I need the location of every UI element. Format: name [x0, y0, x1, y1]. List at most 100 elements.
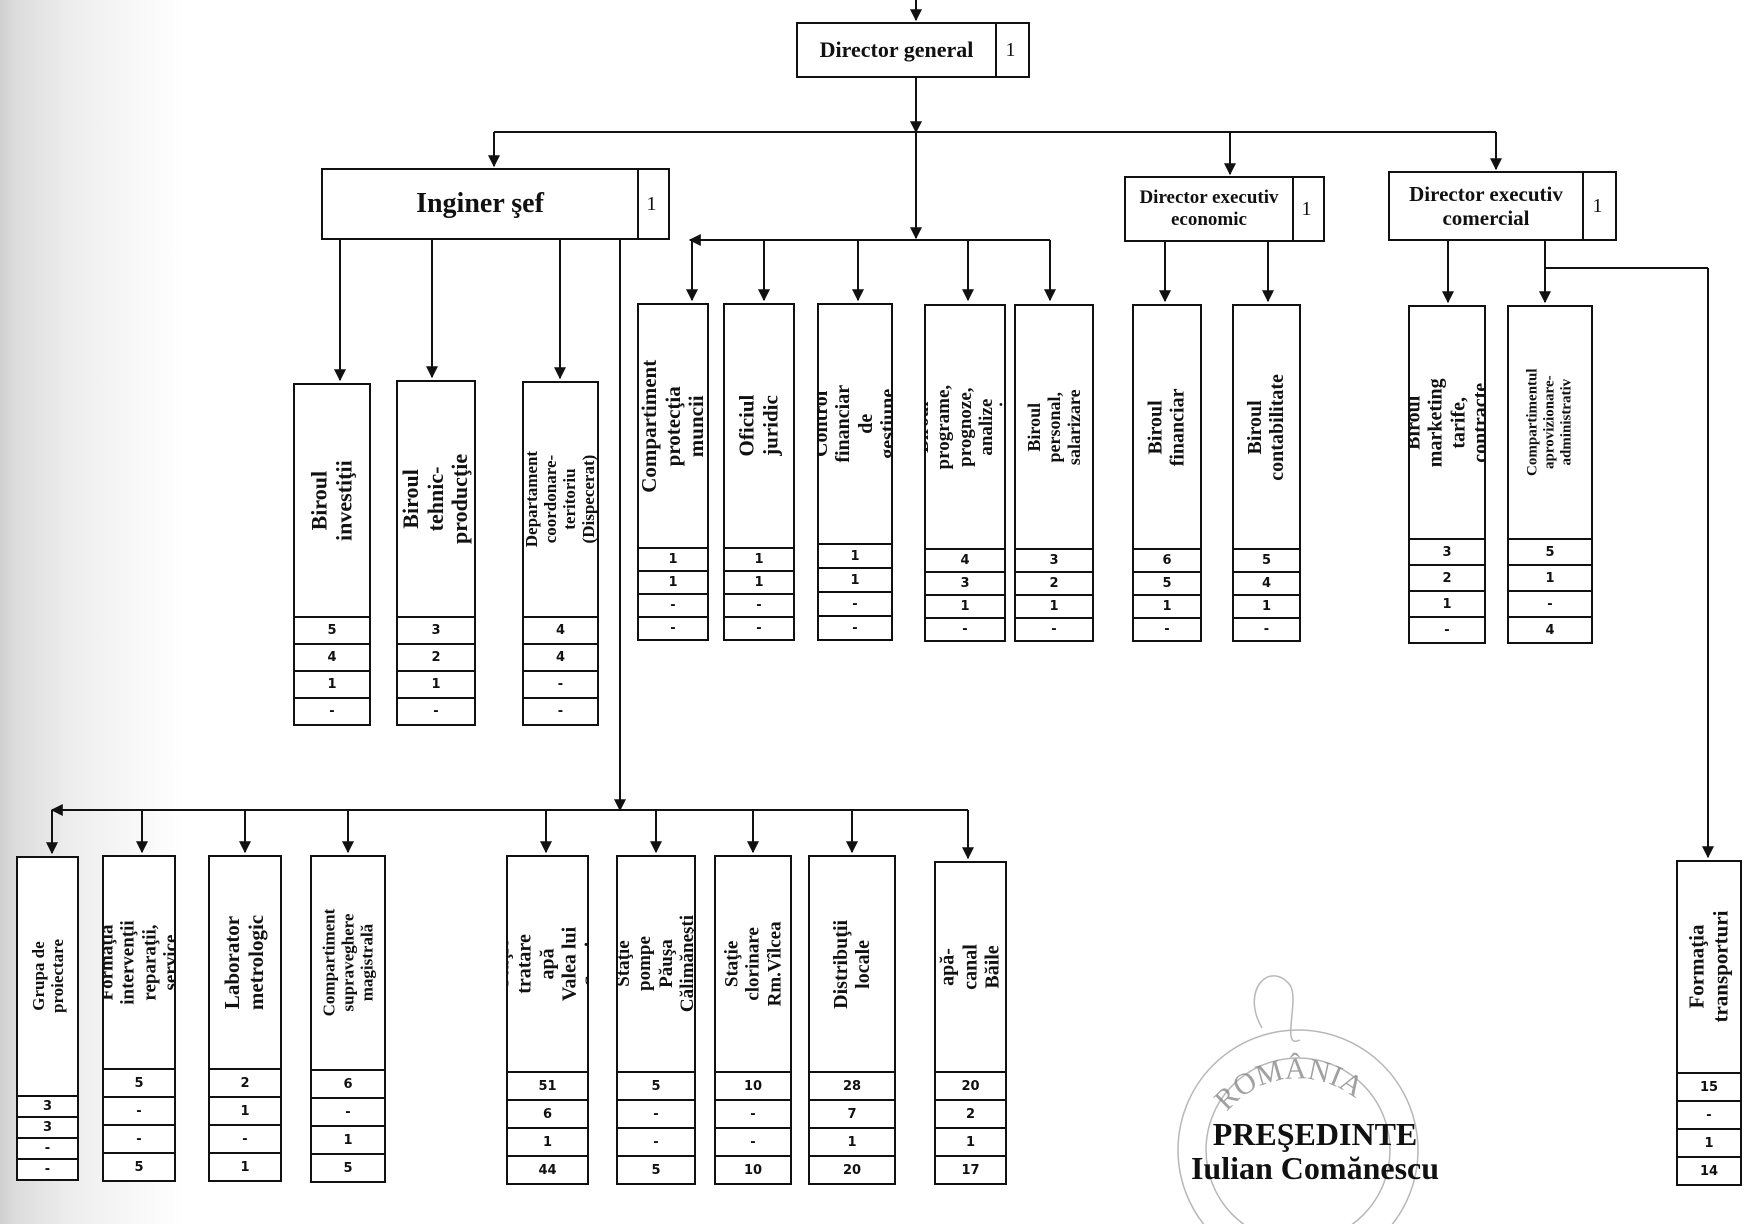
- statie-clorinare-value-2: -: [716, 1099, 790, 1127]
- biroul-financiar-value-1: 6: [1134, 548, 1200, 571]
- biroul-financiar-value-3: 1: [1134, 594, 1200, 617]
- grupa-proiectare-value-3: -: [18, 1137, 77, 1158]
- compartiment-protectia-muncii-value-4: -: [639, 616, 707, 639]
- inginer-sef-label: Inginer şef: [323, 170, 639, 238]
- laborator-metrologic-value-3: -: [210, 1124, 280, 1152]
- compartiment-aprovizionare-value-2: 1: [1509, 564, 1591, 590]
- inginer-sef-box: Inginer şef 1: [321, 168, 670, 240]
- director-general-box: Director general 1: [796, 22, 1030, 78]
- statie-pompe-value-1: 5: [618, 1071, 694, 1099]
- control-financiar-value-1: 1: [819, 543, 891, 567]
- oficiul-juridic-value-3: -: [725, 593, 793, 616]
- director-comercial-box: Director executiv comercial 1: [1388, 171, 1617, 241]
- director-economic-label: Director executiv economic: [1126, 178, 1294, 240]
- oficiul-juridic-label: Oficiul juridic: [734, 395, 782, 457]
- control-financiar-value-3: -: [819, 591, 891, 615]
- signature-name: Iulian Comănescu: [1190, 1149, 1440, 1186]
- distributii-locale-value-4: 20: [810, 1155, 894, 1183]
- director-economic-box: Director executiv economic 1: [1124, 176, 1325, 242]
- distributii-locale-value-1: 28: [810, 1071, 894, 1099]
- control-financiar-value-2: 1: [819, 567, 891, 591]
- laborator-metrologic-value-1: 2: [210, 1068, 280, 1096]
- biroul-marketing-value-3: 1: [1410, 590, 1484, 616]
- director-general-label: Director general: [798, 24, 997, 76]
- biroul-tehnic-value-3: 1: [398, 670, 474, 697]
- formatia-transporturi-label: Formaţia transporturi: [1684, 911, 1732, 1023]
- sector-apa-canal-value-4: 17: [936, 1155, 1005, 1183]
- biroul-programe-label: Biroul programe, prognoze, analize econo…: [926, 384, 1004, 470]
- laborator-metrologic-value-2: 1: [210, 1096, 280, 1124]
- statie-pompe-label: Staţie pompe Păuşa Călimăneşti: [618, 915, 694, 1013]
- distributii-locale-value-2: 7: [810, 1099, 894, 1127]
- departament-dispecerat-value-4: -: [524, 697, 597, 724]
- biroul-programe-value-1: 4: [926, 548, 1004, 571]
- statie-tratare-value-3: 1: [508, 1127, 587, 1155]
- grupa-proiectare-value-1: 3: [18, 1095, 77, 1116]
- biroul-contabilitate-value-1: 5: [1234, 548, 1299, 571]
- biroul-investitii-label: Biroul investiţii: [306, 460, 356, 541]
- sector-apa-canal-value-3: 1: [936, 1127, 1005, 1155]
- compartiment-supraveghere-value-4: 5: [312, 1153, 384, 1181]
- compartiment-protectia-muncii-value-3: -: [639, 593, 707, 616]
- signature-block: PREŞEDINTE Iulian Comănescu: [1150, 1117, 1480, 1186]
- grupa-proiectare-value-4: -: [18, 1158, 77, 1179]
- departament-dispecerat-box: Departament coordonare-teritoriu (Dispec…: [522, 381, 599, 726]
- laborator-metrologic-label: Laborator metrologic: [220, 914, 268, 1011]
- departament-dispecerat-value-1: 4: [524, 616, 597, 643]
- biroul-personal-label: Biroul personal, salarizare: [1023, 389, 1085, 465]
- sector-apa-canal-label: Sector apă-canal Băile Govora: [936, 935, 1005, 999]
- compartiment-protectia-muncii-label: Compartiment protecţia muncii: [639, 359, 707, 493]
- biroul-investitii-value-2: 4: [295, 643, 369, 670]
- director-comercial-label: Director executiv comercial: [1390, 173, 1584, 239]
- biroul-marketing-value-2: 2: [1410, 564, 1484, 590]
- formatia-interventii-label: Formaţia intervenţii reparaţii, service: [104, 920, 174, 1005]
- formatia-interventii-value-4: 5: [104, 1152, 174, 1180]
- director-comercial-count: 1: [1592, 194, 1603, 217]
- formatia-transporturi-value-4: 14: [1678, 1156, 1740, 1184]
- biroul-marketing-value-4: -: [1410, 616, 1484, 642]
- biroul-financiar-value-4: -: [1134, 617, 1200, 640]
- formatia-interventii-value-2: -: [104, 1096, 174, 1124]
- departament-dispecerat-value-3: -: [524, 670, 597, 697]
- statie-tratare-value-2: 6: [508, 1099, 587, 1127]
- statie-pompe-value-3: -: [618, 1127, 694, 1155]
- compartiment-aprovizionare-box: Compartimentul aprovizionare-administrat…: [1507, 305, 1593, 644]
- statie-clorinare-value-4: 10: [716, 1155, 790, 1183]
- statie-clorinare-value-1: 10: [716, 1071, 790, 1099]
- distributii-locale-label: Distribuţii locale: [829, 919, 874, 1009]
- distributii-locale-value-3: 1: [810, 1127, 894, 1155]
- biroul-personal-value-1: 3: [1016, 548, 1092, 571]
- grupa-proiectare-label: Grupa de proiectare: [28, 939, 67, 1014]
- formatia-transporturi-value-3: 1: [1678, 1128, 1740, 1156]
- biroul-investitii-value-3: 1: [295, 670, 369, 697]
- biroul-personal-value-2: 2: [1016, 571, 1092, 594]
- departament-dispecerat-value-2: 4: [524, 643, 597, 670]
- biroul-programe-value-3: 1: [926, 594, 1004, 617]
- biroul-marketing-value-1: 3: [1410, 538, 1484, 564]
- departament-dispecerat-label: Departament coordonare-teritoriu (Dispec…: [524, 451, 597, 548]
- biroul-tehnic-value-1: 3: [398, 616, 474, 643]
- biroul-investitii-value-4: -: [295, 697, 369, 724]
- control-financiar-label: Control financiar de gestiune: [819, 385, 891, 463]
- statie-tratare-value-4: 44: [508, 1155, 587, 1183]
- compartiment-aprovizionare-value-3: -: [1509, 590, 1591, 616]
- biroul-financiar-label: Biroul financiar: [1144, 388, 1189, 466]
- statie-pompe-value-4: 5: [618, 1155, 694, 1183]
- formatia-interventii-value-3: -: [104, 1124, 174, 1152]
- compartiment-protectia-muncii-value-1: 1: [639, 547, 707, 570]
- formatia-interventii-box: Formaţia intervenţii reparaţii, service 5…: [102, 855, 176, 1182]
- biroul-personal-value-4: -: [1016, 617, 1092, 640]
- compartiment-supraveghere-value-3: 1: [312, 1125, 384, 1153]
